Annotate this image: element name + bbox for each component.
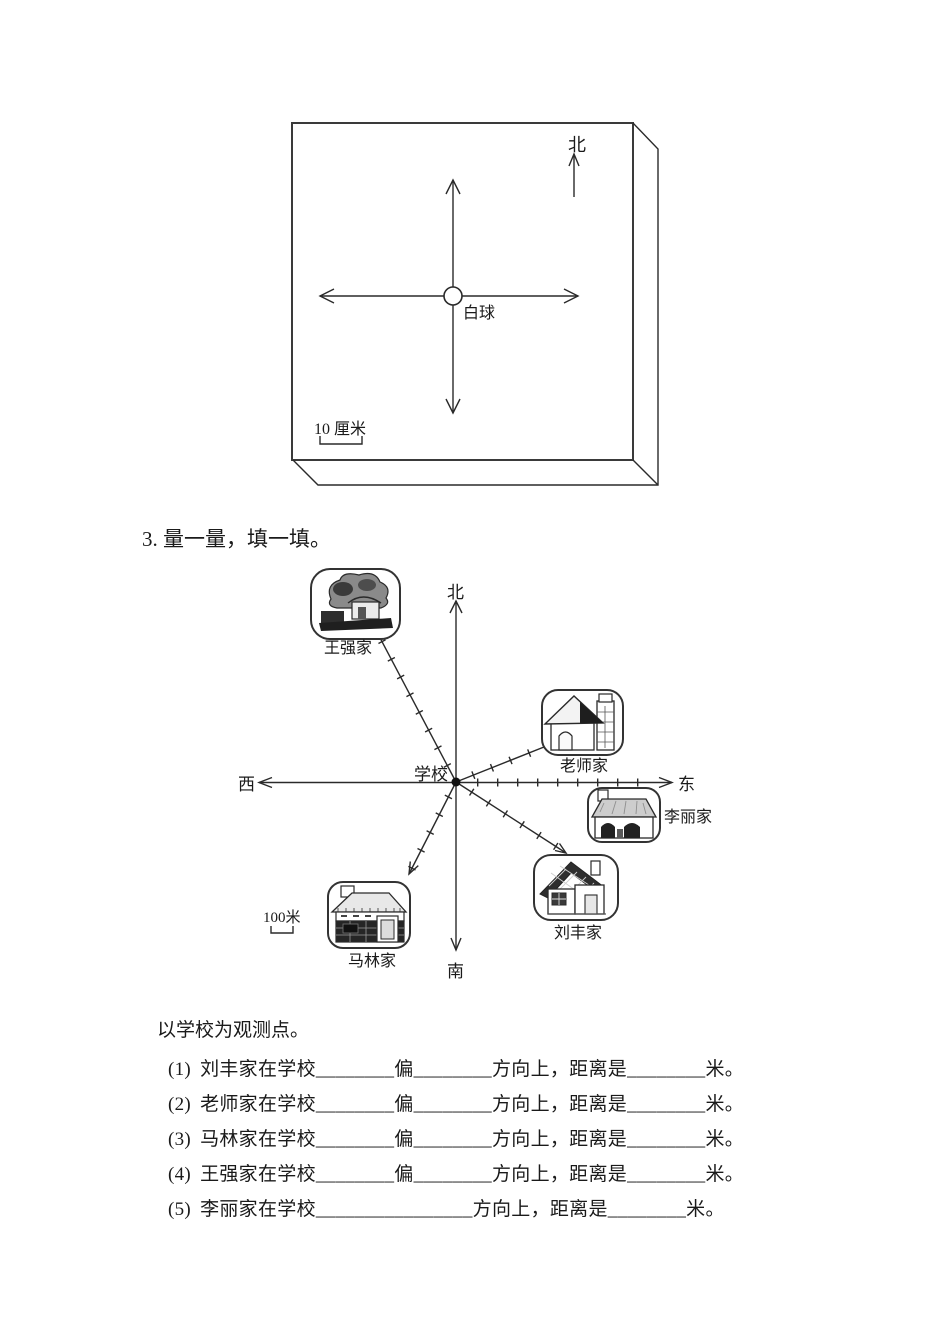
house-malin-icon (327, 881, 411, 949)
question-1: (1) 刘丰家在学校________偏________方向上，距离是_______… (168, 1058, 744, 1082)
house-liufeng-icon (533, 854, 619, 921)
question-2-number: (2) (168, 1094, 192, 1115)
question-3-text: 马林家在学校________偏________方向上，距离是________米。 (200, 1129, 745, 1150)
question-3-number: (3) (168, 1129, 192, 1150)
map-axes (257, 599, 674, 952)
question-1-text: 刘丰家在学校________偏________方向上，距离是________米。 (200, 1059, 745, 1080)
white-ball-label: 白球 (463, 304, 495, 322)
question-1-number: (1) (168, 1059, 192, 1080)
question-4: (4) 王强家在学校________偏________方向上，距离是_______… (168, 1163, 744, 1187)
map-north-label: 北 (447, 583, 464, 602)
section-heading: 3. 量一量，填一填。 (142, 527, 331, 551)
question-2: (2) 老师家在学校________偏________方向上，距离是_______… (168, 1093, 744, 1117)
map-south-label: 南 (447, 962, 464, 981)
table-box-outline (291, 122, 659, 486)
north-label: 北 (568, 135, 586, 155)
question-4-text: 王强家在学校________偏________方向上，距离是________米。 (200, 1164, 745, 1185)
question-2-text: 老师家在学校________偏________方向上，距离是________米。 (200, 1094, 745, 1115)
question-3: (3) 马林家在学校________偏________方向上，距离是_______… (168, 1128, 744, 1152)
north-arrow-icon (568, 152, 580, 197)
house-malin-label: 马林家 (348, 952, 396, 970)
house-lili-label: 李丽家 (664, 808, 712, 826)
question-4-number: (4) (168, 1164, 192, 1185)
scale-bar-cm (319, 436, 363, 445)
house-lili-icon (587, 787, 661, 843)
school-label: 学校 (414, 765, 448, 784)
map-rays (376, 633, 568, 876)
question-5-text: 李丽家在学校________________方向上，距离是________米。 (200, 1199, 725, 1220)
house-wangqiang-label: 王强家 (324, 639, 372, 657)
house-teacher-icon (541, 689, 624, 756)
house-liufeng-label: 刘丰家 (554, 924, 602, 942)
scale-bar-m (270, 926, 294, 934)
school-dot (451, 777, 461, 787)
observation-note: 以学校为观测点。 (157, 1020, 310, 1041)
map-east-label: 东 (678, 775, 695, 794)
white-ball (443, 286, 463, 306)
billiard-table-diagram: 北 白球 10 厘米 (291, 122, 659, 486)
map-west-label: 西 (238, 775, 255, 794)
question-5: (5) 李丽家在学校________________方向上，距离是________… (168, 1198, 725, 1222)
scale-label-m: 100米 (263, 909, 301, 926)
house-wangqiang-icon (310, 568, 401, 640)
question-5-number: (5) (168, 1199, 192, 1220)
scale-label-cm: 10 厘米 (314, 420, 366, 438)
school-map-diagram: 北 南 西 东 学校 王强家 老师家 (238, 568, 712, 981)
house-teacher-label: 老师家 (560, 757, 608, 775)
